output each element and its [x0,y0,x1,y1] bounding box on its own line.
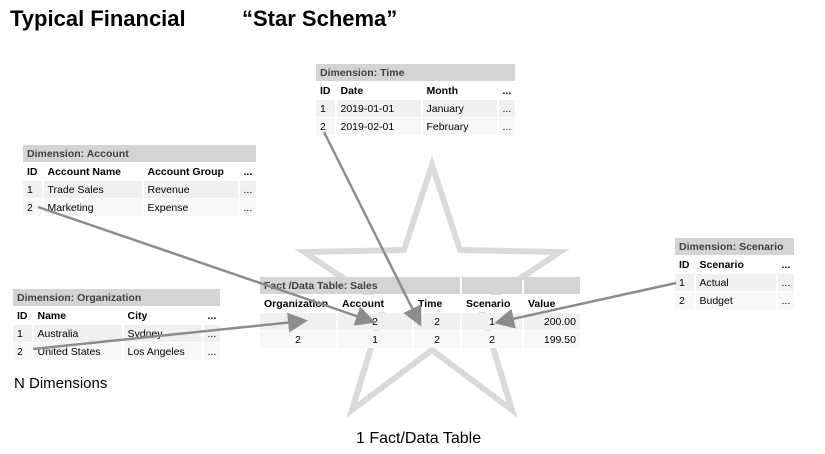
col-header: Name [33,307,122,324]
table-cell: 2 [23,199,42,216]
scenario-arrow [494,281,677,329]
col-header: Organization [260,295,336,312]
table-title: Fact /Data Table: Sales [260,277,460,294]
table-cell: 200.00 [524,313,580,330]
table-cell: Marketing [43,199,142,216]
col-header: Scenario [695,256,776,273]
table-cell: 2 [414,331,460,348]
col-header: Date [336,82,421,99]
table-cell: Los Angeles [123,343,202,360]
table-cell: ... [203,343,221,360]
table-cell: 2 [13,343,32,360]
table-cell: Australia [33,325,122,342]
col-header: City [123,307,202,324]
table-cell: Actual [695,274,776,291]
table-cell: Revenue [143,181,238,198]
table-cell: Budget [695,292,776,309]
table-cell: Trade Sales [43,181,142,198]
col-header: ... [239,163,257,180]
account-arrow [37,205,376,326]
table-cell: ... [239,199,257,216]
col-header: Scenario [462,295,522,312]
table-cell: 2 [462,331,522,348]
table-cell: 1 [675,274,694,291]
table-cell: 1 [316,100,335,117]
table-cell: 1 [23,181,42,198]
table-cell: 1 [13,325,32,342]
table-cell: 2 [414,313,460,330]
col-header: ID [675,256,694,273]
table-cell: 2 [675,292,694,309]
n-dimensions-caption: N Dimensions [14,375,108,389]
table-cell: ... [498,100,516,117]
col-header: ... [777,256,795,273]
table-title: Dimension: Account [23,145,257,162]
col-header: Account Name [43,163,142,180]
table-title: Dimension: Organization [13,289,221,306]
table-cell: ... [239,181,257,198]
table-cell: 1 [338,331,412,348]
table-cell: February [422,118,497,135]
table-cell [524,277,580,294]
fact-table-caption: 1 Fact/Data Table [356,430,482,447]
time-arrow [322,131,422,327]
table-cell: 2 [260,331,336,348]
col-header: ... [498,82,516,99]
col-header: ID [316,82,335,99]
table-cell: ... [498,118,516,135]
col-header: ID [23,163,42,180]
table-cell: 2019-02-01 [336,118,421,135]
col-header: Month [422,82,497,99]
table-cell: 2019-01-01 [336,100,421,117]
col-header: Account Group [143,163,238,180]
table-cell: January [422,100,497,117]
table-cell: 199.50 [524,331,580,348]
col-header: ID [13,307,32,324]
table-title: Dimension: Scenario [675,238,795,255]
table-cell: ... [777,292,795,309]
table-cell: ... [777,274,795,291]
title-left: Typical Financial [10,6,186,31]
organization-arrow [32,312,308,351]
title-right: “Star Schema” [242,6,398,31]
table-cell: Expense [143,199,238,216]
table-cell [462,277,522,294]
table-title: Dimension: Time [316,64,516,81]
col-header: ... [203,307,221,324]
table-cell: 2 [316,118,335,135]
col-header: Time [414,295,460,312]
